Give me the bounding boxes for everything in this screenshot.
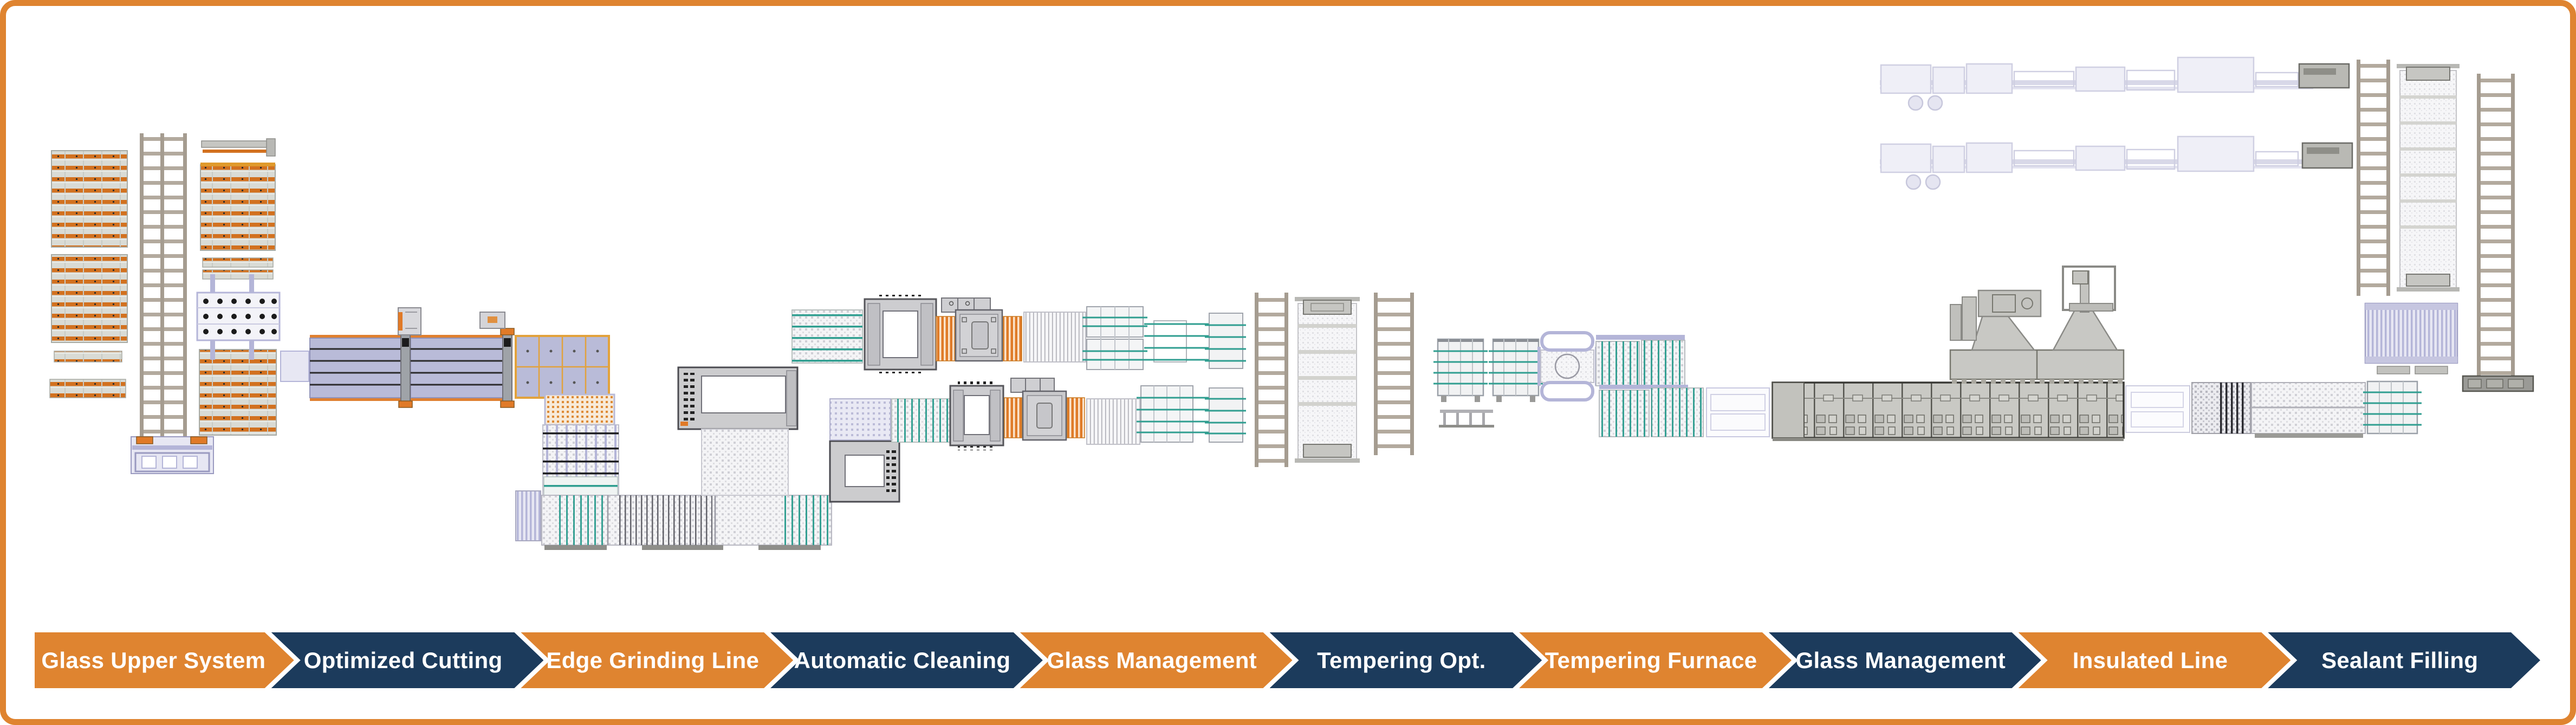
ghost-line-end-units [2298,63,2353,169]
process-step-label: Automatic Cleaning [794,647,1011,673]
stacker-crane-track [140,133,187,458]
grinding-feed-conveyor [542,393,619,498]
unloading-conveyors [2125,380,2422,438]
glass-loading-table [196,274,309,382]
process-step-label: Tempering Furnace [1545,647,1757,673]
process-step-glass-management-2: Glass Management [1769,632,2041,688]
breakout-table [515,335,610,399]
crosswise-edge-grinder-2 [829,437,900,503]
transfer-conveyor [515,490,832,550]
process-step-insulated-line: Insulated Line [2019,632,2291,688]
process-step-label: Tempering Opt. [1317,647,1486,673]
process-step-label: Glass Upper System [41,647,266,673]
edge-grinding-line-upper [791,295,1216,373]
process-step-label: Insulated Line [2072,647,2228,673]
process-step-label: Sealant Filling [2321,647,2478,673]
cutting-table [309,335,504,401]
shuttle-car [131,436,214,474]
glass-storage-racks [49,138,277,436]
process-step-label: Optimized Cutting [303,647,503,673]
tempering-furnace [1772,381,2125,441]
crosswise-edge-grinder [677,366,799,496]
process-step-automatic-cleaning: Automatic Cleaning [770,632,1043,688]
quench-blowers [1949,266,2125,385]
process-step-optimized-cutting: Optimized Cutting [271,632,544,688]
tempering-loading-table [1537,331,1598,402]
process-flow-bar: Glass Upper System Optimized Cutting Edg… [35,632,2540,688]
process-step-edge-grinding-line: Edge Grinding Line [521,632,793,688]
process-step-tempering-opt: Tempering Opt. [1270,632,1542,688]
tempering-buffer-lifts [1205,293,1414,467]
insulated-line-lifts [2357,60,2534,392]
process-step-label: Glass Management [1795,647,2006,673]
process-step-label: Edge Grinding Line [546,647,760,673]
sealant-area-rack [2364,302,2458,374]
cutting-bridge [398,328,515,408]
insulated-glass-ghost-lines [1880,56,2320,190]
process-step-sealant-filling: Sealant Filling [2268,632,2540,688]
glass-management-racks [1433,338,1543,428]
cutting-head-units [398,307,505,335]
process-step-tempering-furnace: Tempering Furnace [1519,632,1792,688]
process-step-glass-upper-system: Glass Upper System [35,632,294,688]
process-step-label: Glass Management [1047,647,1257,673]
process-step-glass-management-1: Glass Management [1020,632,1293,688]
edge-grinding-line-lower [829,378,1229,450]
tempering-feed-conveyors [1595,335,1770,437]
